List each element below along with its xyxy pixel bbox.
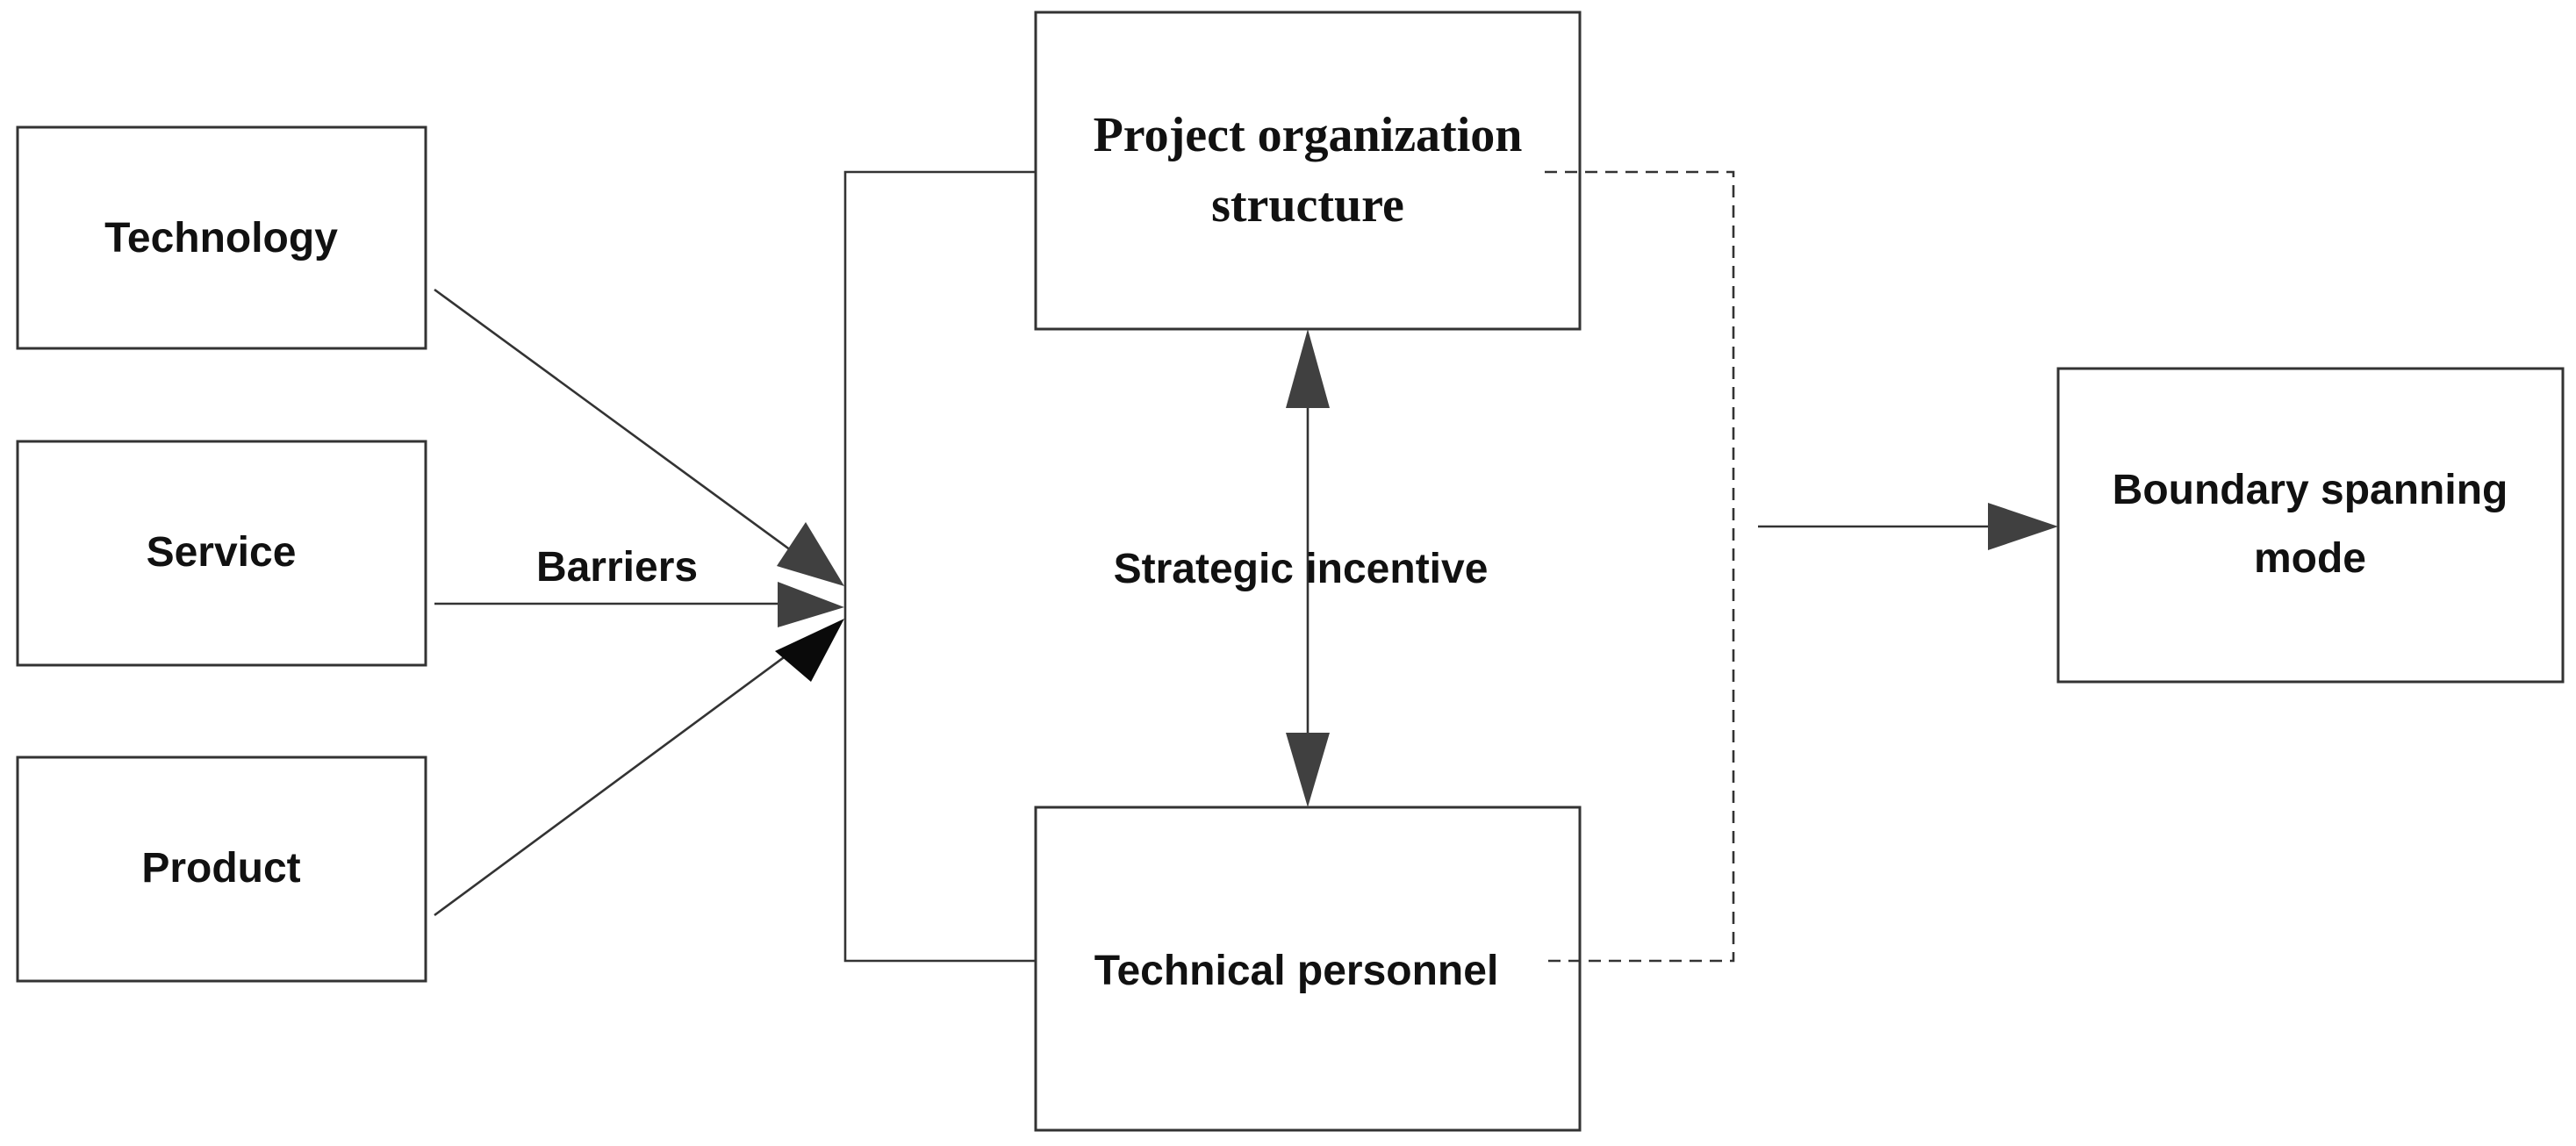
service-box [16,440,427,667]
up-arrowhead [1286,329,1330,408]
service-label: Service [147,529,297,576]
technical-personnel-label: Technical personnel [1094,948,1499,994]
project-organization-label-line1: Project organization [1094,108,1523,162]
strategic-incentive-label: Strategic incentive [1114,546,1489,592]
technology-arrowhead [777,522,844,586]
output-arrowhead [1988,503,2058,550]
product-label: Product [141,845,300,892]
project-organization-box [1034,11,1582,331]
boundary-spanning-box [2056,367,2565,684]
boundary-spanning-label-line1: Boundary spanning [2113,467,2508,513]
down-arrowhead [1286,733,1330,807]
product-arrow-line [434,651,791,917]
boundary-spanning-label-line2: mode [2254,535,2366,582]
technical-personnel-box [1034,806,1582,1132]
dashed-connector [1545,170,1735,963]
technology-arrow-line [434,288,795,555]
product-box [16,756,427,983]
technology-label: Technology [104,215,338,261]
technology-box [16,125,427,350]
project-organization-label-line2: structure [1211,178,1404,233]
barriers-label: Barriers [536,544,698,591]
product-arrowhead [775,619,844,682]
service-arrowhead [778,582,844,627]
center-bracket [843,170,1036,963]
